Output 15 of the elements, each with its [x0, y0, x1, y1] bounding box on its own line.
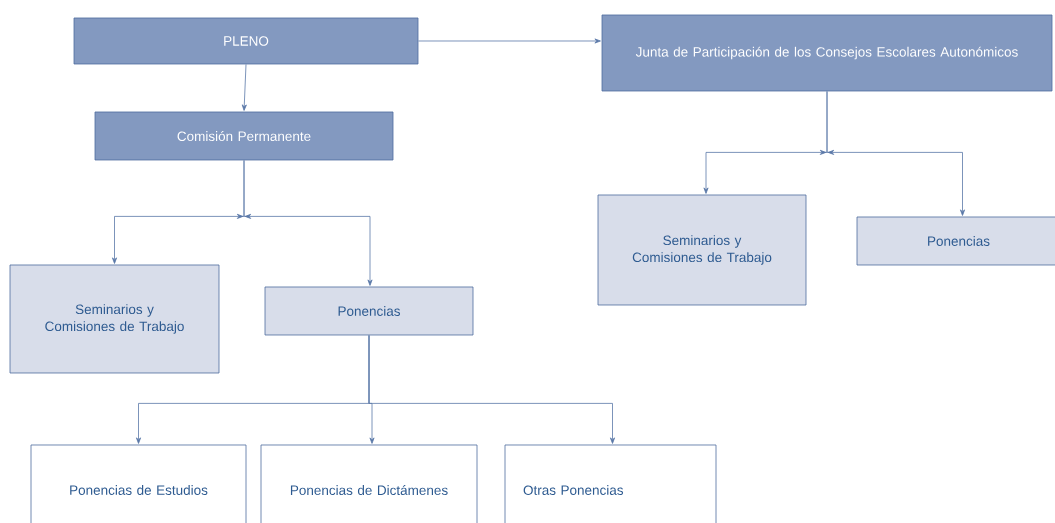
arrow — [368, 335, 615, 444]
arrow — [236, 160, 373, 286]
org-box: Junta de Participación de los Consejos Escolares Autonómicos — [601, 14, 1053, 92]
org-box: Comisión Permanente — [94, 111, 394, 161]
arrow — [819, 91, 965, 216]
org-box: Seminarios y Comisiones de Trabajo — [597, 194, 807, 306]
org-box: PLENO — [73, 17, 419, 65]
org-box: Ponencias — [856, 216, 1055, 266]
org-box: Ponencias de Dictámenes — [260, 444, 478, 523]
org-box: Ponencias de Estudios — [30, 444, 247, 523]
org-box: Otras Ponencias — [504, 444, 717, 523]
arrow — [418, 38, 601, 44]
org-box: Ponencias — [264, 286, 474, 336]
org-box: Seminarios y Comisiones de Trabajo — [9, 264, 220, 374]
arrow — [241, 64, 247, 111]
